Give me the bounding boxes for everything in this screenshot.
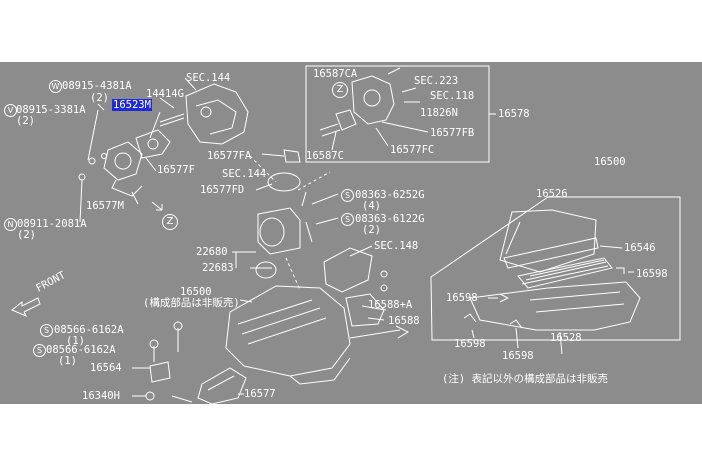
label-08911-2081a: 08911-2081A [17, 218, 87, 230]
label-16500: 16500 [180, 286, 212, 298]
label-16578: 16578 [498, 108, 530, 120]
callout-z-left: Z [162, 214, 178, 230]
label-11826n: 11826N [420, 107, 458, 119]
clamp-ring [267, 172, 301, 192]
sec144-manifold [185, 83, 249, 145]
label-16588: 16588 [388, 315, 420, 327]
label-08915-4381a-qty: (2) [90, 92, 109, 104]
label-08363-6122g: 08363-6122G [355, 213, 425, 225]
label-16598-bottom: 16598 [502, 350, 534, 362]
inset-cover-16526 [499, 209, 597, 273]
maf-body [257, 207, 301, 255]
front-arrow [11, 297, 41, 317]
label-sec144-top: SEC.144 [186, 72, 231, 84]
label-08915-3381a-qty: (2) [16, 115, 35, 127]
label-inset-note: (注) 表記以外の構成部品は非販売 [442, 373, 608, 385]
label-08363-6252g: 08363-6252G [355, 189, 425, 201]
label-16546: 16546 [624, 242, 656, 254]
callout-z-top: Z [332, 82, 348, 98]
label-08566-6162a-1-qty: (1) [66, 335, 85, 347]
inset-base-16528 [469, 281, 641, 331]
label-16577fa: 16577FA [207, 150, 252, 162]
label-08566-6162a-2-qty: (1) [58, 355, 77, 367]
label-not-sold-note: (構成部品は非販売) [143, 297, 240, 309]
screw-s-symbol-1: S [341, 189, 354, 202]
flange-part [103, 141, 143, 181]
label-08566-6162a-2: 08566-6162A [46, 344, 116, 356]
inset-box-16500 [430, 196, 681, 341]
label-16526: 16526 [536, 188, 568, 200]
label-16564: 16564 [90, 362, 122, 374]
label-08363-6252g-qty: (4) [362, 200, 381, 212]
label-sec144-mid: SEC.144 [222, 168, 267, 180]
air-cleaner-assembly [225, 285, 351, 377]
washer-w-symbol-top: W [49, 80, 62, 93]
label-16340h: 16340H [82, 390, 120, 402]
label-16587c: 16587C [306, 150, 344, 162]
label-16577fd: 16577FD [200, 184, 245, 196]
label-16588a: 16588+A [368, 299, 413, 311]
label-16577m: 16577M [86, 200, 124, 212]
label-16577fb: 16577FB [430, 127, 475, 139]
label-16577fc: 16577FC [390, 144, 435, 156]
label-16598-left: 16598 [446, 292, 478, 304]
inset-filter-16546 [517, 257, 613, 289]
sec118-housing [351, 75, 395, 125]
screw-s-symbol-3: S [40, 324, 53, 337]
label-16528: 16528 [550, 332, 582, 344]
sec148-bracket [323, 247, 373, 293]
label-16523m-highlighted[interactable]: 16523M [112, 99, 152, 111]
label-14414g: 14414G [146, 88, 184, 100]
nut-n-symbol: N [4, 218, 17, 231]
label-inset-16500: 16500 [594, 156, 626, 168]
label-08915-4381a: 08915-4381A [62, 80, 132, 92]
diagram-linework [11, 65, 681, 404]
label-08363-6122g-qty: (2) [362, 224, 381, 236]
label-22680: 22680 [196, 246, 228, 258]
label-16587ca: 16587CA [313, 68, 358, 80]
washer-v-symbol: V [4, 104, 17, 117]
air-duct [197, 367, 247, 404]
label-08566-6162a-1: 08566-6162A [54, 324, 124, 336]
label-08915-3381a: 08915-3381A [16, 104, 86, 116]
screw-s-symbol-2: S [341, 213, 354, 226]
label-16598-right: 16598 [636, 268, 668, 280]
label-sec148: SEC.148 [374, 240, 419, 252]
label-16577: 16577 [244, 388, 276, 400]
parts-diagram: W V N S S S S Z Z 08915-4381A (2) 08915-… [0, 62, 702, 404]
label-22683: 22683 [202, 262, 234, 274]
screw-s-symbol-4: S [33, 344, 46, 357]
label-16598-bottom-left: 16598 [454, 338, 486, 350]
label-sec118: SEC.118 [430, 90, 475, 102]
label-16577f: 16577F [157, 164, 195, 176]
label-08911-2081a-qty: (2) [17, 229, 36, 241]
label-sec223: SEC.223 [414, 75, 459, 87]
